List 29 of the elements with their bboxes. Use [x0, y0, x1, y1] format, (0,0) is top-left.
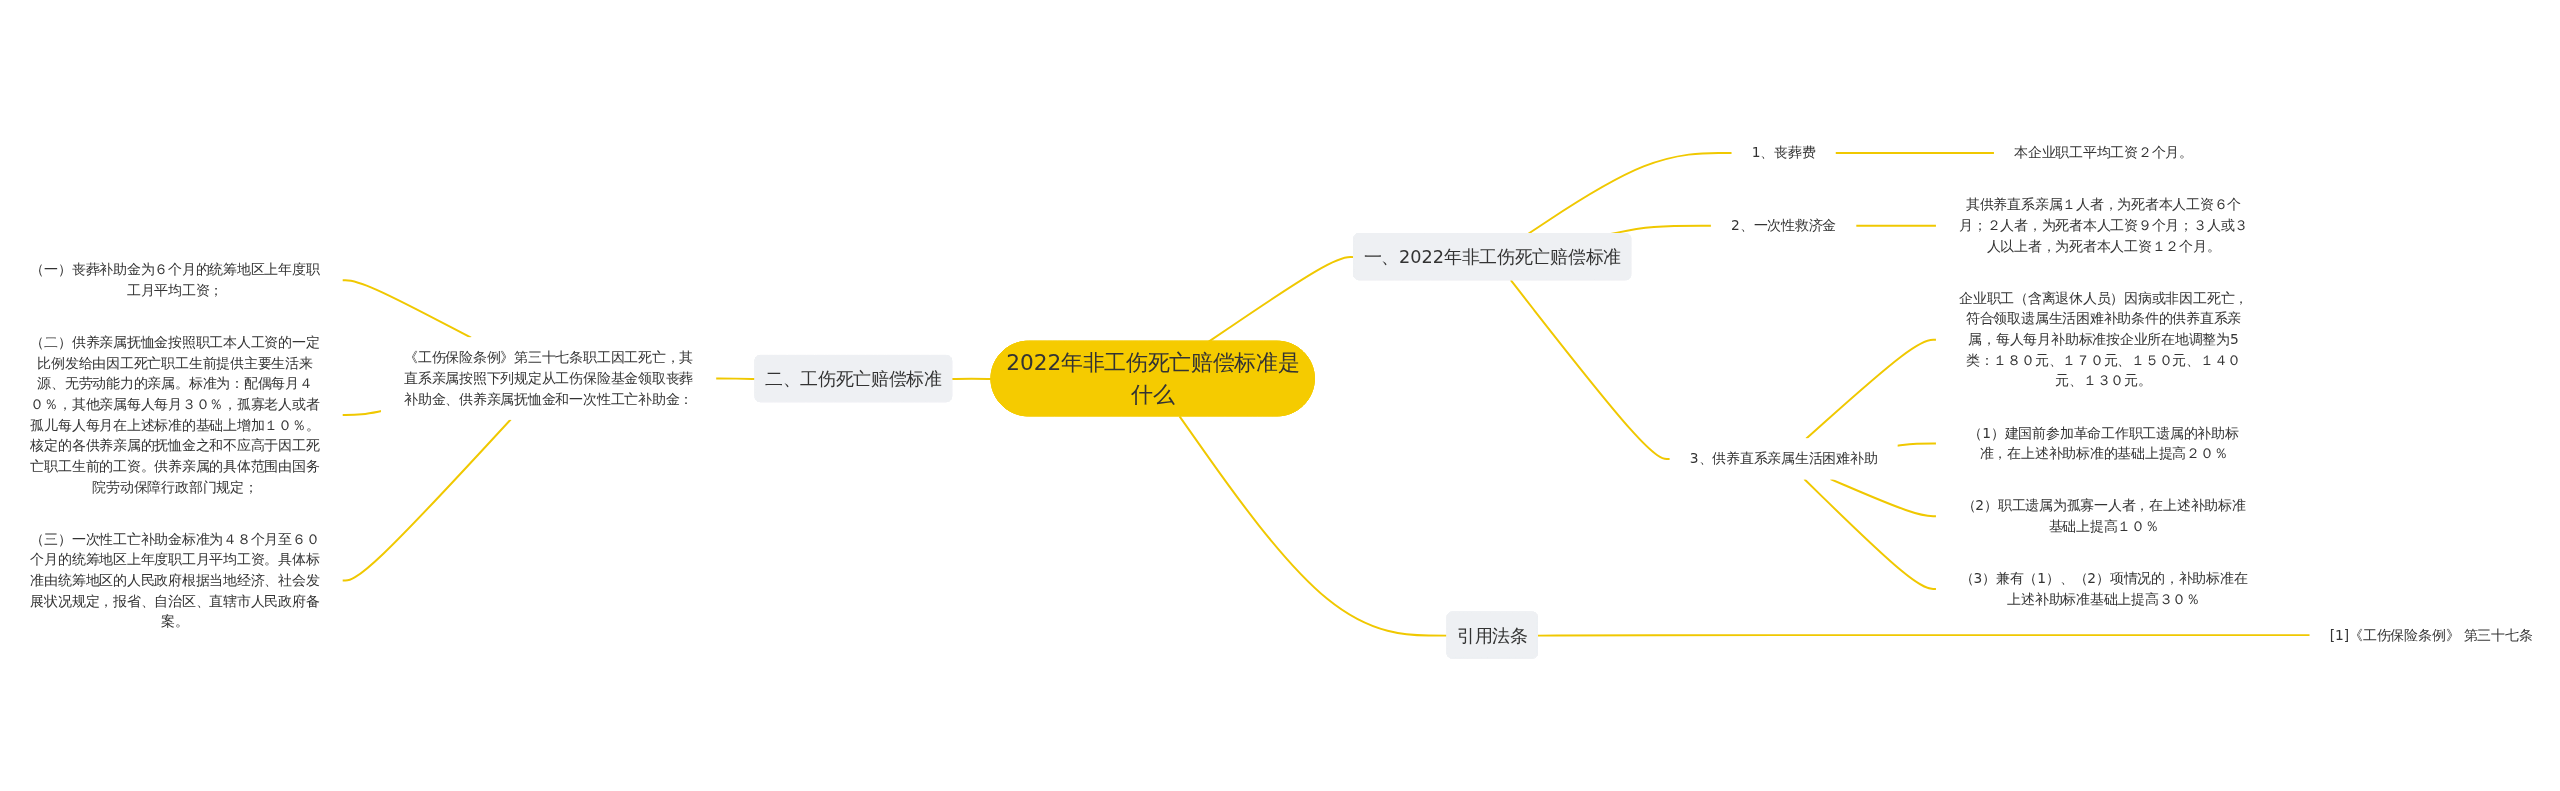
connector: [951, 377, 993, 380]
connector: [1178, 415, 1449, 637]
node-text: （一）丧葬补助金为６个月的统筹地区上年度职工月平均工资；: [30, 261, 320, 298]
node-text: （3）兼有（1）、（2）项情况的，补助标准在上述补助标准基础上提高３０％: [1959, 570, 2248, 607]
node-text: 2、一次性救济金: [1731, 217, 1837, 234]
connector: [1509, 279, 1672, 460]
connector: [1526, 151, 1733, 235]
node-text: 1、丧葬费: [1751, 144, 1816, 161]
connector: [1536, 634, 2311, 637]
node-text: （二）供养亲属抚恤金按照职工本人工资的一定比例发给由因工死亡职工生前提供主要生活来源、无劳动能力的亲属。标准为：配偶每月４０％，其他亲属每人每月３０％，孤寡老人或者孤儿每人每月在上述标准的基础上增加１０％。核定的各供养亲属的抚恤金之和不应高于因工死亡职工生前的工资。供养亲属的具体范围由国务院劳动保障行政部门规定；: [30, 334, 320, 495]
connector: [341, 410, 383, 416]
connector: [1805, 338, 1938, 440]
connector: [1896, 442, 1938, 447]
node-text: （1）建国前参加革命工作职工遗属的补助标准，在上述补助标准的基础上提高２０％: [1968, 424, 2239, 462]
node-text: （三）一次性工亡补助金标准为４８个月至６０个月的统筹地区上年度职工月平均工资。具体标准由统筹地区的人民政府根据当地经济、社会发展状况规定，报省、自治区、直辖市人民政府备案。: [30, 530, 320, 630]
node-text: 企业职工（含离退休人员）因病或非因工死亡，符合领取遗属生活困难补助条件的供养直系亲属，每人每月补助标准按企业所在地调整为5类：１８０元、１７０元、１５０元、１４０元、１３０元。: [1959, 290, 2249, 389]
connector: [1834, 151, 1996, 154]
node-text: 其供养直系亲属１人者，为死者本人工资６个月；２人者，为死者本人工资９个月；３人或３人以上者，为死者本人工资１２个月。: [1959, 196, 2249, 254]
node-text: 3、供养直系亲属生活困难补助: [1689, 450, 1878, 467]
connector: [341, 418, 512, 582]
node-text: 《工伤保险条例》第三十七条职工因工死亡，其直系亲属按照下列规定从工伤保险基金领取丧葬补助金、供养亲属抚恤金和一次性工亡补助金：: [404, 349, 694, 407]
node-text: [1]《工伤保险条例》 第三十七条: [2329, 626, 2533, 643]
connector: [341, 279, 473, 339]
connector: [1803, 478, 1938, 590]
node-text: 本企业职工平均工资２个月。: [2014, 144, 2194, 161]
connector: [714, 377, 757, 380]
node-text: （2）职工遗属为孤寡一人者，在上述补助标准基础上提高１０％: [1961, 497, 2246, 534]
connector: [1854, 224, 1938, 227]
connector: [1829, 478, 1938, 518]
